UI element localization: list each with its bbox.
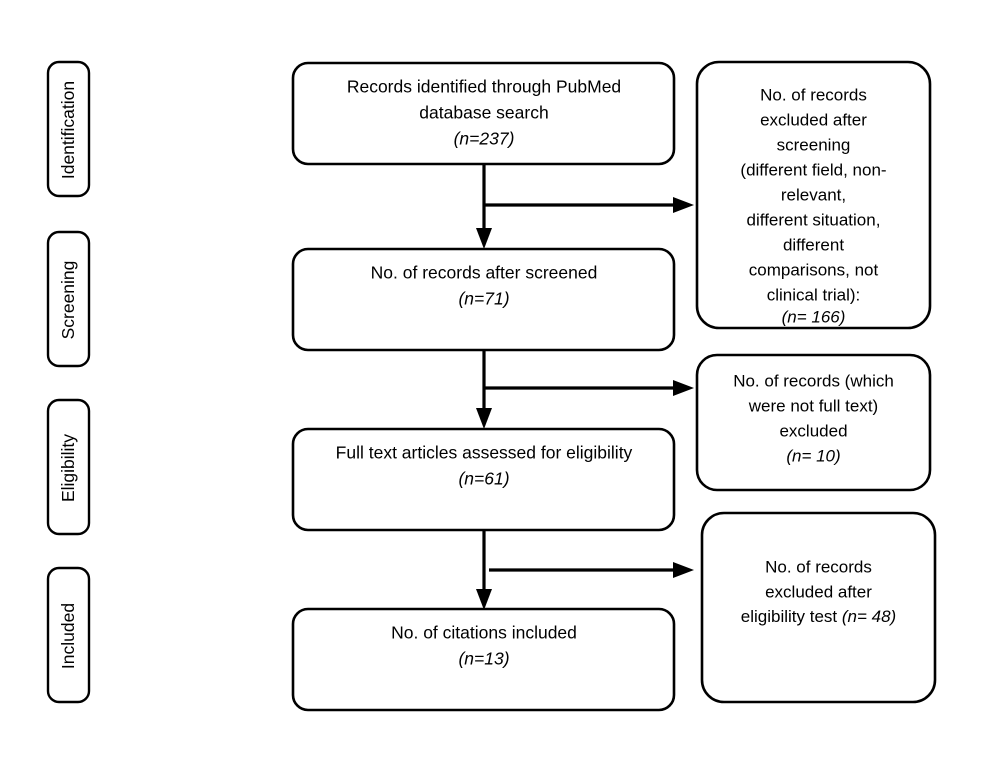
box-shape <box>695 60 932 330</box>
box-line: excluded after <box>760 110 867 129</box>
box-line: excluded <box>779 421 847 440</box>
box-shape <box>700 511 937 704</box>
box-count: (n=71) <box>458 289 509 309</box>
box-full-text-assessed: Full text articles assessed for eligibil… <box>291 427 676 532</box>
stage-label-text: Included <box>58 603 78 669</box>
box-line: No. of citations included <box>391 623 577 643</box>
box-shape <box>291 607 676 712</box>
box-count: (n= 10) <box>786 446 840 465</box>
stage-box-shape <box>46 398 91 536</box>
arrow-head-right <box>673 197 694 213</box>
stage-label-text: Eligibility <box>58 434 78 502</box>
box-excluded-after-eligibility: No. of records excluded after eligibilit… <box>700 511 937 704</box>
connector-identified-to-screened <box>476 164 694 249</box>
box-shape <box>291 61 676 166</box>
stage-label-included: Included <box>46 566 91 704</box>
stage-box-shape <box>46 566 91 704</box>
arrow-head-right <box>673 380 694 396</box>
box-line: Full text articles assessed for eligibil… <box>336 443 633 463</box>
box-line: No. of records after screened <box>371 263 598 283</box>
box-shape <box>291 427 676 532</box>
box-line-mixed: eligibility test (n= 48) <box>741 607 896 626</box>
stage-box-shape <box>46 60 91 198</box>
box-records-identified: Records identified through PubMed databa… <box>291 61 676 166</box>
box-count: (n=13) <box>458 649 509 669</box>
box-line: No. of records <box>765 557 872 576</box>
stage-label-identification: Identification <box>46 60 91 198</box>
box-line-text: eligibility test <box>741 607 842 626</box>
arrow-head-right <box>673 562 694 578</box>
box-shape <box>291 247 676 352</box>
connector-screened-to-fulltext <box>476 350 694 429</box>
box-line: screening <box>777 135 851 154</box>
box-line: were not full text) <box>748 396 878 415</box>
box-line: (different field, non- <box>740 160 886 179</box>
box-line: relevant, <box>781 185 846 204</box>
box-count: (n= 48) <box>842 607 896 626</box>
box-citations-included: No. of citations included (n=13) <box>291 607 676 712</box>
stage-label-eligibility: Eligibility <box>46 398 91 536</box>
stage-label-screening: Screening <box>46 230 91 368</box>
box-excluded-after-screening: No. of records excluded after screening … <box>695 60 932 330</box>
box-line: comparisons, not <box>749 260 879 279</box>
box-line: No. of records <box>760 85 867 104</box>
box-count: (n= 166) <box>782 307 846 326</box>
box-line: database search <box>419 103 548 123</box>
stage-label-text: Screening <box>58 261 78 340</box>
arrow-head-down <box>476 589 492 610</box>
box-line: different <box>783 235 844 254</box>
box-count: (n=237) <box>454 129 515 149</box>
box-shape <box>695 353 932 492</box>
box-line: No. of records (which <box>733 371 894 390</box>
box-line: different situation, <box>747 210 881 229</box>
box-line: excluded after <box>765 582 872 601</box>
stage-box-shape <box>46 230 91 368</box>
stage-label-text: Identification <box>58 81 78 179</box>
box-count: (n=61) <box>458 469 509 489</box>
arrow-head-down <box>476 408 492 429</box>
connector-fulltext-to-included <box>476 530 694 610</box>
box-line: clinical trial): <box>767 285 861 304</box>
arrow-head-down <box>476 228 492 249</box>
box-records-after-screened: No. of records after screened (n=71) <box>291 247 676 352</box>
box-excluded-not-full-text: No. of records (which were not full text… <box>695 353 932 492</box>
box-line: Records identified through PubMed <box>347 77 621 97</box>
